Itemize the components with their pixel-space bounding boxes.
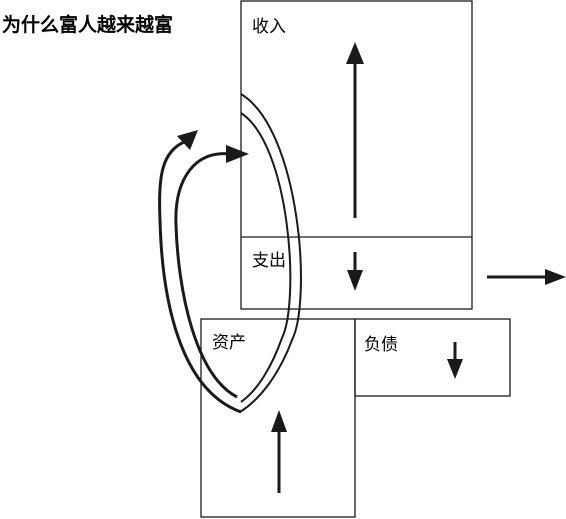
outflow-right-arrow [487,269,566,285]
outer-loop-arrow [158,130,242,414]
income-label: 收入 [252,17,286,37]
assets-box [200,318,356,518]
liabilities-label: 负债 [364,335,398,355]
assets-label: 资产 [212,333,246,353]
liabilities-down-arrow [447,342,463,379]
assets-up-arrow [271,410,287,493]
diagram-title: 为什么富人越来越富 [2,14,174,36]
inner-loop-arrow [174,145,249,399]
expense-label: 支出 [252,251,286,271]
liabilities-box [354,318,511,397]
income-to-assets-loop [239,93,302,413]
expense-down-arrow [347,252,363,291]
income-up-arrow [346,42,364,218]
